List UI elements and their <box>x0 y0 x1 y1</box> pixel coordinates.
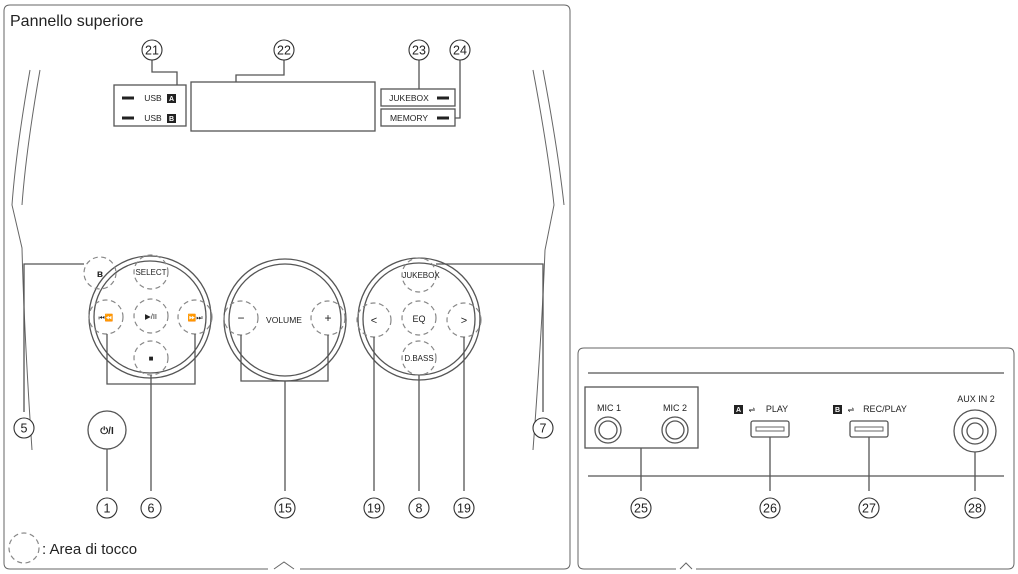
svg-text:5: 5 <box>21 422 28 436</box>
svg-text:21: 21 <box>145 44 159 58</box>
stop-icon: ■ <box>149 354 154 363</box>
device-outline-right-inner <box>542 69 565 206</box>
callout-19-right: 19 <box>453 497 475 519</box>
callout-6: 6 <box>140 497 162 519</box>
svg-text:26: 26 <box>763 502 777 516</box>
mic2-label: MIC 2 <box>663 403 687 413</box>
callout-5: 5 <box>13 417 35 439</box>
select-button[interactable] <box>133 254 169 290</box>
svg-text:1: 1 <box>104 502 111 516</box>
display-window <box>190 81 376 132</box>
callout-23: 23 <box>408 39 430 61</box>
jukebox-indicator-box <box>380 88 456 107</box>
svg-text:23: 23 <box>412 44 426 58</box>
memory-indicator-label: MEMORY <box>390 113 428 123</box>
callout-7: 7 <box>532 417 554 439</box>
callout-21: 21 <box>141 39 163 61</box>
callout-8: 8 <box>408 497 430 519</box>
playback-ring-inner <box>93 260 207 374</box>
callout-28: 28 <box>964 497 986 519</box>
eq-button[interactable] <box>401 300 437 336</box>
svg-text:6: 6 <box>148 502 155 516</box>
jukebox-button[interactable] <box>401 257 437 293</box>
prev-icon: ⏮⏪ <box>98 313 113 322</box>
top-panel: Pannello superiore USB A USB B JUKEBOX M… <box>3 4 571 570</box>
mic1-jack-inner <box>598 420 618 440</box>
svg-text:15: 15 <box>278 502 292 516</box>
volume-down-icon: − <box>237 311 244 325</box>
usb-b-symbol-icon: ⇌ <box>848 405 855 414</box>
callout-15: 15 <box>274 497 296 519</box>
svg-text:19: 19 <box>367 502 381 516</box>
usb-b-port[interactable] <box>849 420 889 438</box>
svg-text:7: 7 <box>540 422 547 436</box>
usb-b-port-badge-bg <box>833 405 842 414</box>
svg-text:25: 25 <box>634 502 648 516</box>
svg-text:22: 22 <box>277 44 291 58</box>
callout-19-left: 19 <box>363 497 385 519</box>
usb-b-badge-bg <box>167 114 176 123</box>
callout-1: 1 <box>96 497 118 519</box>
svg-text:8: 8 <box>416 502 423 516</box>
volume-label: VOLUME <box>266 315 302 325</box>
next-icon: ⏩⏭ <box>187 313 203 322</box>
usb-a-play-label: PLAY <box>766 404 788 414</box>
usb-indicator-box <box>113 84 187 127</box>
usb-a-badge: A <box>169 96 174 103</box>
usb-a-port-badge-bg <box>734 405 743 414</box>
svg-text:28: 28 <box>968 502 982 516</box>
usb-a-label: USB <box>144 93 162 103</box>
device-outline-left-inner <box>21 69 41 206</box>
top-panel-frame <box>3 4 571 570</box>
mic2-jack-inner <box>665 420 685 440</box>
rear-panel-notch <box>679 562 693 570</box>
right-icon: > <box>461 315 467 327</box>
dbass-label: D.BASS <box>404 354 433 363</box>
usb-a-port[interactable] <box>750 420 790 438</box>
volume-ring-inner <box>228 263 342 377</box>
eq-label: EQ <box>412 314 425 324</box>
usb-a-port-badge: A <box>736 407 741 414</box>
play-pause-button[interactable] <box>133 298 169 334</box>
svg-text:19: 19 <box>457 502 471 516</box>
power-icon: ⏻/I <box>100 425 114 437</box>
bluetooth-icon: ʙ <box>97 269 103 280</box>
aux-in-jack-inner <box>966 422 984 440</box>
bluetooth-touch-area[interactable] <box>83 256 117 290</box>
svg-text:27: 27 <box>862 502 876 516</box>
aux-in-label: AUX IN 2 <box>957 394 995 404</box>
top-panel-notch <box>273 561 295 570</box>
top-panel-title: Pannello superiore <box>10 13 144 30</box>
prev-button[interactable] <box>88 299 124 335</box>
usb-b-label: USB <box>144 113 162 123</box>
callout-24: 24 <box>449 39 471 61</box>
callout-26: 26 <box>759 497 781 519</box>
touch-area-legend-icon <box>8 532 40 564</box>
callout-22: 22 <box>273 39 295 61</box>
usb-a-symbol-icon: ⇌ <box>749 405 756 414</box>
touch-area-legend: : Area di tocco <box>42 541 137 558</box>
usb-b-port-badge: B <box>835 407 840 414</box>
play-pause-icon: ▶/II <box>145 312 157 321</box>
svg-text:24: 24 <box>453 44 467 58</box>
select-label: SELECT <box>135 268 166 277</box>
usb-a-port-slot <box>755 426 785 432</box>
leader-lines <box>23 60 544 491</box>
device-outline-left <box>11 69 33 451</box>
device-outline-right <box>532 69 555 451</box>
mic1-label: MIC 1 <box>597 403 621 413</box>
usb-b-port-slot <box>854 426 884 432</box>
rear-panel-frame <box>577 347 1015 570</box>
callout-27: 27 <box>858 497 880 519</box>
rear-panel: MIC 1 MIC 2 A ⇌ PLAY B ⇌ REC/PLAY AUX IN… <box>577 347 1015 570</box>
jukebox-indicator-label: JUKEBOX <box>389 93 429 103</box>
usb-a-badge-bg <box>167 94 176 103</box>
callout-25: 25 <box>630 497 652 519</box>
usb-b-rec-play-label: REC/PLAY <box>863 404 907 414</box>
jukebox-label: JUKEBOX <box>402 271 440 280</box>
left-icon: < <box>371 315 377 327</box>
usb-b-badge: B <box>169 116 174 123</box>
volume-up-icon: + <box>324 311 331 325</box>
